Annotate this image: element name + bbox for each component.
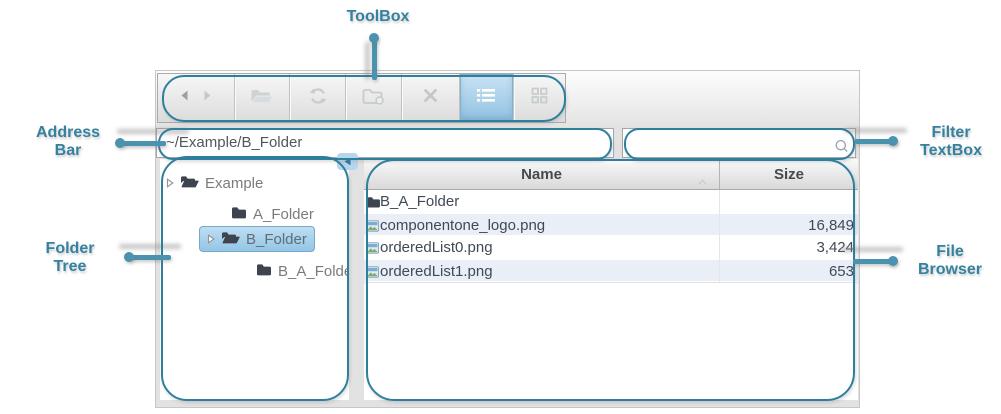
- new-folder-button[interactable]: [346, 74, 402, 122]
- size-column-header[interactable]: Size: [720, 159, 858, 189]
- tile-view-icon: [531, 87, 548, 109]
- connector-dot: [888, 256, 898, 266]
- tree-item-a-folder[interactable]: A_Folder: [231, 203, 314, 225]
- arrow-left-icon: [178, 89, 191, 107]
- open-folder-icon: [221, 231, 240, 248]
- tree-item-label: A_Folder: [253, 205, 314, 223]
- refresh-button[interactable]: [290, 74, 347, 122]
- address-bar-input[interactable]: ~/Example/B_Folder: [156, 128, 614, 158]
- list-view-button[interactable]: [459, 74, 515, 122]
- forward-button[interactable]: [196, 89, 219, 107]
- table-row[interactable]: B_A_Folder: [364, 190, 858, 213]
- connector-dot: [124, 252, 134, 262]
- file-size: 16,849: [808, 217, 854, 234]
- connector-shadow: [845, 128, 907, 133]
- close-x-icon: [423, 88, 438, 108]
- open-folder-icon: [250, 88, 273, 109]
- expander-icon[interactable]: [207, 231, 215, 248]
- tree-item-example[interactable]: Example: [166, 172, 263, 194]
- connector-shadow: [119, 244, 181, 249]
- chevron-left-icon: [343, 153, 352, 171]
- callout-text: Tree: [53, 258, 87, 275]
- expander-icon[interactable]: [166, 175, 174, 192]
- toolbar-area: [156, 71, 859, 127]
- file-size: 3,424: [816, 239, 854, 256]
- column-divider: [719, 190, 720, 283]
- tile-view-button[interactable]: [514, 74, 565, 122]
- file-size: 653: [828, 263, 854, 280]
- file-name: B_A_Folder: [380, 193, 460, 210]
- image-file-icon: [366, 265, 379, 282]
- callout-text: Bar: [54, 142, 82, 159]
- file-explorer-window: ~/Example/B_Folder Example A_Folder: [155, 70, 860, 408]
- arrow-right-icon: [201, 89, 214, 107]
- grid-header: Name Size: [364, 159, 858, 190]
- connector-dot: [115, 138, 125, 148]
- folder-tree-callout-label: Folder Tree: [26, 240, 114, 276]
- open-folder-icon: [180, 175, 199, 192]
- list-view-icon: [476, 88, 496, 108]
- connector-shadow: [841, 247, 903, 252]
- tree-item-b-a-folder[interactable]: B_A_Folder: [256, 260, 349, 282]
- image-file-icon: [366, 219, 379, 236]
- closed-folder-icon: [256, 263, 272, 280]
- address-bar-callout-label: Address Bar: [22, 124, 114, 160]
- table-row[interactable]: orderedList0.png 3,424: [364, 236, 858, 259]
- magnifier-icon: [834, 136, 849, 164]
- connector-dot: [888, 136, 898, 146]
- tree-item-b-folder[interactable]: B_Folder: [199, 226, 315, 252]
- callout-text: Browser: [917, 261, 983, 278]
- table-row[interactable]: orderedList1.png 653: [364, 259, 858, 282]
- callout-text: Folder: [45, 240, 95, 257]
- connector-shadow: [365, 42, 370, 80]
- callout-text: File: [936, 243, 964, 260]
- column-divider[interactable]: [719, 159, 720, 189]
- nav-button-group: [158, 74, 235, 122]
- tree-item-label: Example: [205, 174, 264, 192]
- folder-tree-panel: Example A_Folder B_Folder B_A_Folder: [160, 159, 349, 400]
- name-column-label: Name: [521, 165, 562, 183]
- file-name: componentone_logo.png: [380, 217, 546, 234]
- back-button[interactable]: [173, 89, 196, 107]
- file-browser-connector-line: [853, 259, 896, 264]
- file-name: orderedList1.png: [380, 263, 493, 280]
- filter-textbox-connector-line: [855, 139, 897, 144]
- callout-text: Filter: [931, 124, 971, 141]
- sort-ascending-icon: [698, 172, 707, 189]
- connector-dot: [369, 33, 379, 43]
- table-row[interactable]: componentone_logo.png 16,849: [364, 213, 858, 236]
- address-bar-connector-line: [120, 141, 166, 146]
- collapse-tree-button[interactable]: [337, 153, 358, 170]
- toolbox-callout-label: ToolBox: [330, 8, 426, 26]
- toolbox-connector-line: [372, 38, 377, 80]
- rows-bottom-border: [364, 282, 858, 283]
- callout-text: TextBox: [920, 142, 982, 159]
- filter-textbox-input[interactable]: [622, 128, 856, 158]
- refresh-icon: [308, 86, 328, 111]
- closed-folder-icon: [231, 206, 247, 223]
- tree-item-label: B_A_Folder: [278, 262, 349, 280]
- address-bar-value: ~/Example/B_Folder: [166, 134, 303, 151]
- size-column-label: Size: [773, 165, 804, 183]
- folder-tree-connector-line: [129, 255, 171, 260]
- content-area: Example A_Folder B_Folder B_A_Folder: [156, 153, 859, 407]
- filter-textbox-callout-label: Filter TextBox: [906, 124, 996, 160]
- file-name: orderedList0.png: [380, 239, 493, 256]
- open-folder-button[interactable]: [235, 74, 291, 122]
- connector-shadow: [117, 129, 189, 134]
- toolbox: [157, 73, 566, 123]
- delete-button[interactable]: [402, 74, 460, 122]
- callout-text: Address: [35, 124, 101, 141]
- name-column-header[interactable]: Name: [364, 159, 719, 189]
- folder-icon: [366, 195, 381, 212]
- file-browser-panel: Name Size B_A_Folder: [364, 159, 858, 400]
- file-browser-callout-label: File Browser: [903, 243, 997, 279]
- new-folder-icon: [362, 87, 385, 110]
- callout-text: ToolBox: [346, 8, 410, 25]
- tree-item-label: B_Folder: [246, 230, 307, 248]
- image-file-icon: [366, 241, 379, 258]
